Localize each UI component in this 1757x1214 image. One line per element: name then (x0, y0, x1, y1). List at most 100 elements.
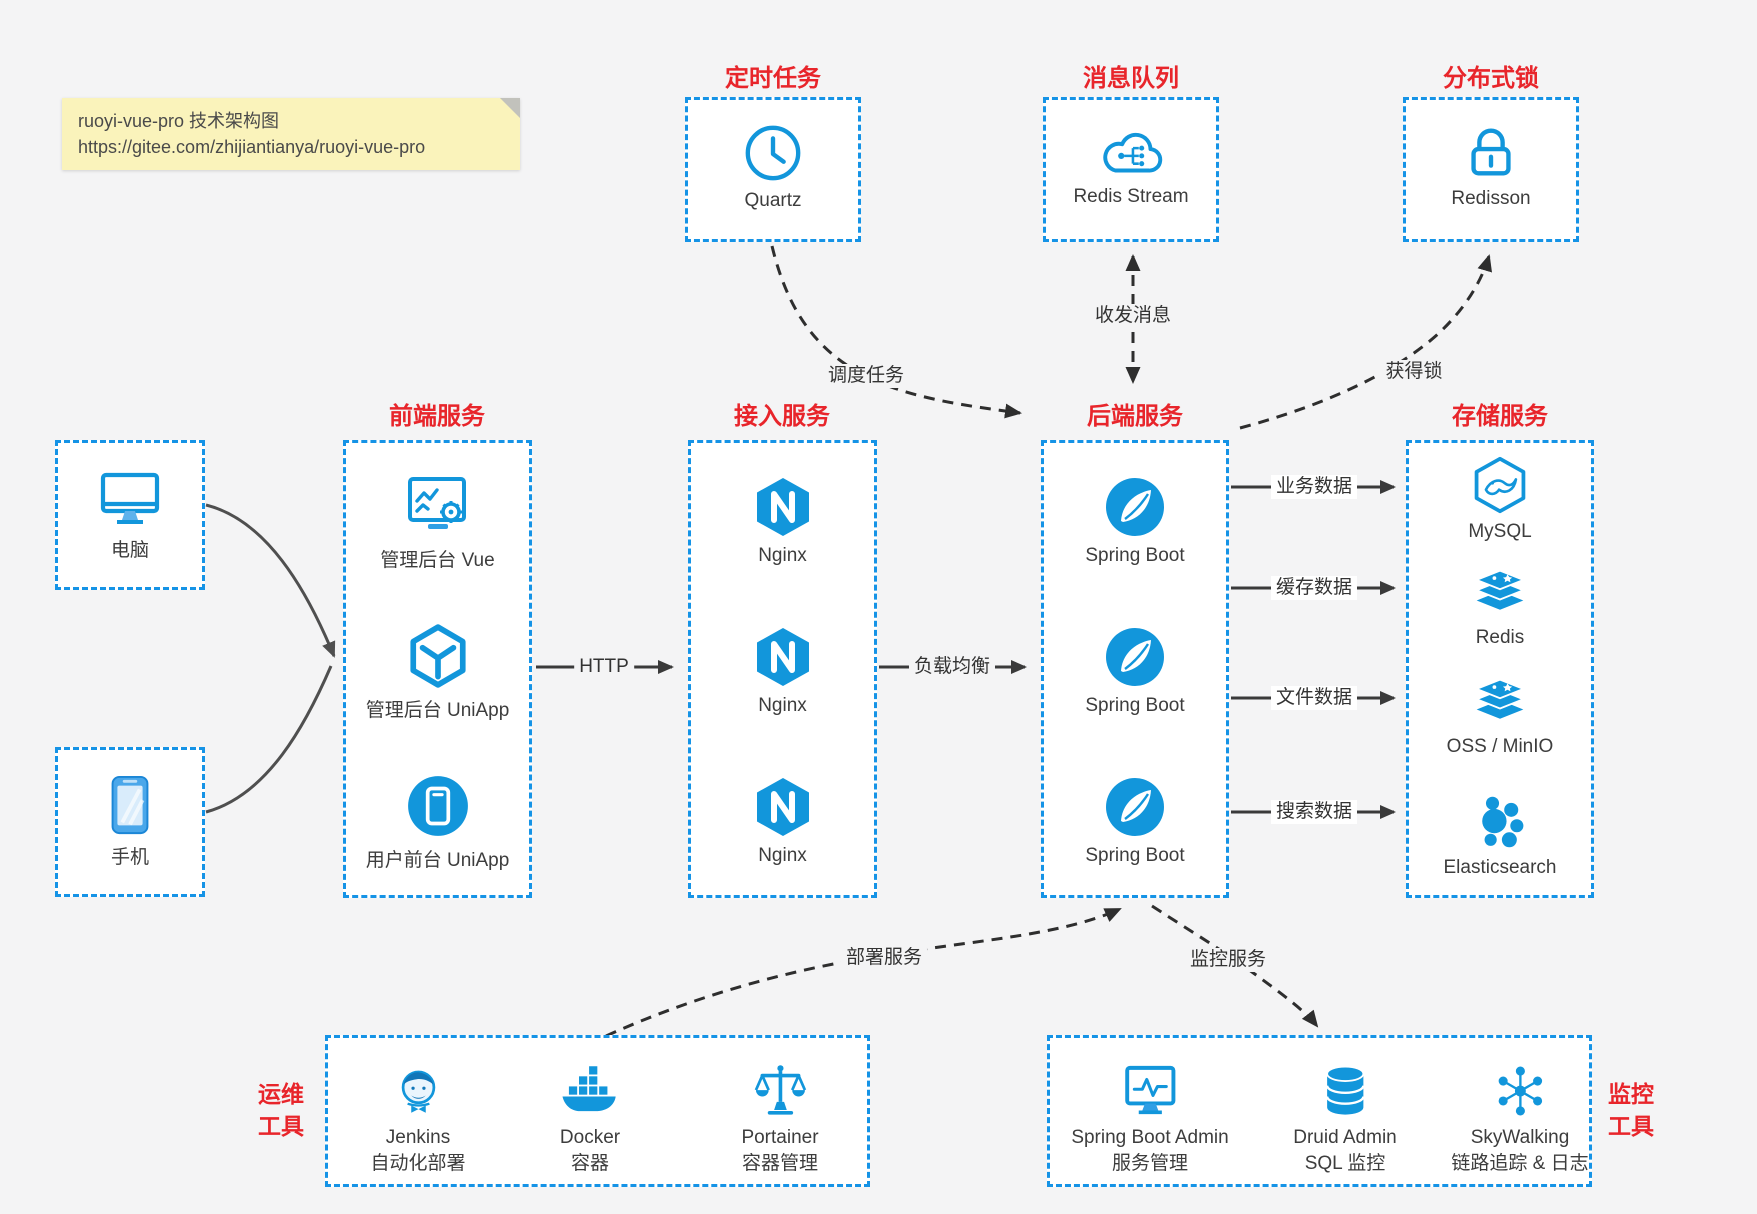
node-label: Nginx (758, 545, 807, 566)
node-label: 电脑 (110, 540, 149, 561)
spring-icon (1106, 778, 1164, 836)
nginx-icon (756, 478, 809, 536)
column-title-storage: 存储服务 (1452, 403, 1548, 430)
panel-monitor-tools (1047, 1035, 1592, 1187)
node-redisson: Redisson (1406, 120, 1576, 210)
elasticsearch-icon (1482, 796, 1524, 848)
panel-message-queue: Redis Stream (1043, 97, 1219, 242)
node-jenkins: Jenkins 自动化部署 (370, 1062, 466, 1177)
edge-label-http: HTTP (574, 655, 634, 679)
node-oss-minio: OSS / MinIO (1409, 674, 1591, 758)
node-nginx-3: Nginx (691, 775, 874, 867)
user-app-icon (407, 776, 468, 836)
edge-label-file: 文件数据 (1270, 686, 1358, 710)
node-phone: 手机 (58, 774, 202, 869)
node-label: Redis (1475, 627, 1525, 648)
node-label: Nginx (758, 695, 807, 716)
node-portainer: Portainer 容器管理 (741, 1062, 819, 1177)
node-admin-uniapp: 管理后台 UniApp (346, 623, 529, 722)
note-corner-fold (500, 98, 520, 118)
group-title-message-queue: 消息队列 (1083, 65, 1179, 92)
sticky-note: ruoyi-vue-pro 技术架构图 https://gitee.com/zh… (62, 98, 520, 170)
panel-access: Nginx Nginx Nginx (688, 440, 877, 898)
edge-label-mq: 收发消息 (1089, 304, 1177, 328)
node-label: Quartz (744, 190, 802, 211)
node-druid: Druid Admin SQL 监控 (1293, 1062, 1397, 1177)
group-title-distributed-lock: 分布式锁 (1443, 65, 1539, 92)
node-label: 手机 (110, 847, 149, 868)
panel-backend: Spring Boot Spring Boot Spring Boot (1041, 440, 1229, 898)
node-springboot-2: Spring Boot (1044, 625, 1226, 717)
edge-phone-to-frontend (205, 665, 333, 814)
panel-scheduled-tasks: Quartz (685, 97, 861, 242)
druid-icon (1325, 1065, 1365, 1115)
panel-distributed-lock: Redisson (1403, 97, 1579, 242)
node-admin-vue: 管理后台 Vue (346, 473, 529, 572)
jenkins-icon (401, 1070, 435, 1113)
uniapp-cube-icon (409, 624, 466, 688)
spring-icon (1106, 628, 1164, 686)
edge-deploy (605, 907, 1122, 1038)
clock-icon (745, 125, 801, 181)
spring-icon (1106, 478, 1164, 536)
node-label: Spring Boot (1085, 545, 1185, 566)
node-label: Nginx (758, 845, 807, 866)
group-title-scheduled-tasks: 定时任务 (725, 65, 821, 92)
nginx-icon (756, 628, 809, 686)
panel-frontend: 管理后台 Vue 管理后台 UniApp 用户前台 UniApp (343, 440, 532, 898)
node-nginx-1: Nginx (691, 475, 874, 567)
phone-icon (111, 775, 149, 835)
portainer-icon (754, 1065, 806, 1115)
node-user-uniapp: 用户前台 UniApp (346, 773, 529, 872)
node-mysql: MySQL (1409, 455, 1591, 543)
skywalking-icon (1498, 1066, 1542, 1116)
column-title-frontend: 前端服务 (389, 403, 485, 430)
edge-label-cache: 缓存数据 (1270, 576, 1358, 600)
node-label: Redis Stream (1073, 186, 1189, 207)
edge-pc-to-frontend (205, 503, 336, 658)
node-springboot-admin: Spring Boot Admin 服务管理 (1071, 1062, 1229, 1177)
note-title: ruoyi-vue-pro 技术架构图 (78, 111, 280, 131)
panel-client-phone: 手机 (55, 747, 205, 897)
edge-label-db: 业务数据 (1270, 475, 1358, 499)
oss-icon (1474, 678, 1526, 719)
cloud-stream-icon (1103, 132, 1163, 173)
docker-icon (562, 1066, 616, 1112)
group-title-monitor-tools: 监控 工具 (1608, 1081, 1654, 1139)
node-label: 管理后台 UniApp (365, 700, 510, 721)
node-elasticsearch: Elasticsearch (1409, 793, 1591, 879)
note-url: https://gitee.com/zhijiantianya/ruoyi-vu… (78, 137, 426, 157)
node-label: MySQL (1468, 521, 1532, 542)
group-title-ops-tools: 运维 工具 (258, 1081, 304, 1139)
node-docker: Docker 容器 (557, 1062, 623, 1177)
node-label: Spring Boot (1085, 845, 1185, 866)
edge-label-load-balance: 负载均衡 (908, 655, 996, 679)
edge-label-search: 搜索数据 (1270, 800, 1358, 824)
edge-label-monitor: 监控服务 (1184, 948, 1272, 972)
lock-icon (1471, 128, 1511, 176)
panel-client-pc: 电脑 (55, 440, 205, 590)
node-springboot-1: Spring Boot (1044, 475, 1226, 567)
node-quartz: Quartz (688, 122, 858, 212)
edge-label-deploy: 部署服务 (840, 946, 928, 970)
node-redis: Redis (1409, 565, 1591, 649)
springboot-admin-icon (1124, 1065, 1176, 1115)
panel-storage: MySQL Redis OSS / MinIO (1406, 440, 1594, 898)
node-redis-stream: Redis Stream (1046, 124, 1216, 208)
node-skywalking: SkyWalking 链路追踪 & 日志 (1451, 1062, 1589, 1177)
admin-vue-icon (407, 477, 466, 529)
node-label: Redisson (1451, 188, 1531, 209)
mysql-icon (1474, 456, 1526, 514)
node-springboot-3: Spring Boot (1044, 775, 1226, 867)
nginx-icon (756, 778, 809, 836)
node-nginx-2: Nginx (691, 625, 874, 717)
edge-label-schedule: 调度任务 (822, 364, 910, 388)
desktop-icon (100, 472, 160, 524)
column-title-backend: 后端服务 (1087, 403, 1183, 430)
node-label: OSS / MinIO (1446, 736, 1554, 757)
node-label: 管理后台 Vue (380, 550, 495, 571)
redis-icon (1474, 569, 1526, 610)
column-title-access: 接入服务 (734, 403, 830, 430)
node-label: Elasticsearch (1443, 857, 1557, 878)
